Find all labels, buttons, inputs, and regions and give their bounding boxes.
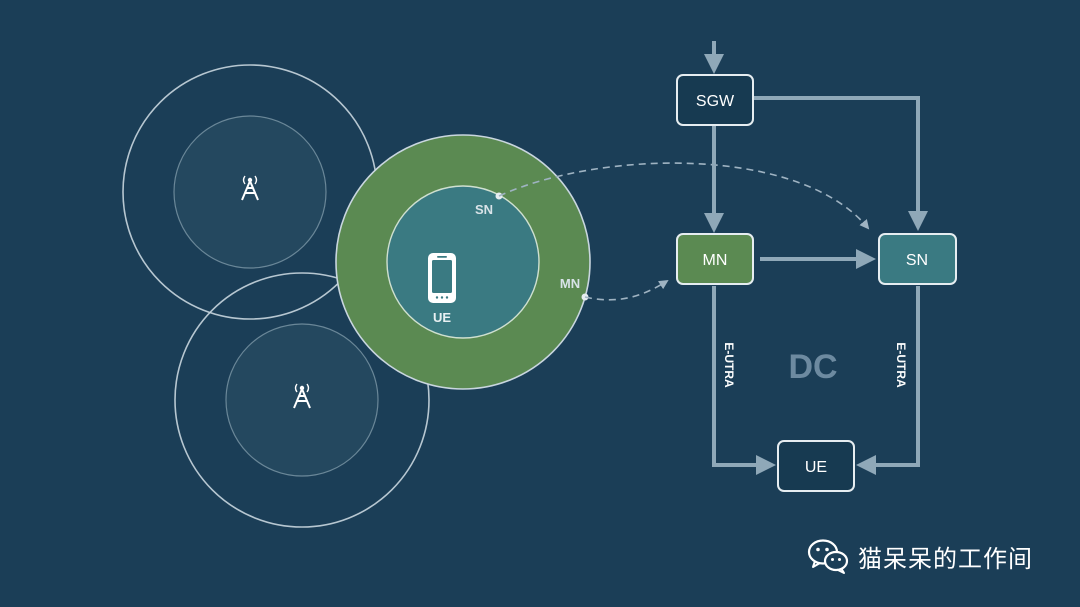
cell-active: UE SN MN	[335, 134, 591, 390]
sn-cell-label: SN	[475, 202, 493, 217]
wechat-icon	[807, 539, 849, 574]
sgw-node: SGW	[676, 74, 754, 126]
phone-icon	[428, 253, 456, 303]
ue-cell-label: UE	[433, 310, 451, 325]
sn-label: SN	[906, 252, 928, 269]
mn-node: MN	[676, 233, 754, 285]
link-label-right: E-UTRA	[894, 342, 908, 388]
tower-icon	[293, 383, 311, 409]
tower-icon	[241, 175, 259, 201]
sn-node: SN	[878, 233, 957, 285]
mn-label: MN	[703, 252, 728, 269]
association-arrows	[495, 162, 870, 301]
sgw-label: SGW	[696, 93, 735, 110]
ue-node: UE	[777, 440, 855, 492]
watermark: 猫呆呆的工作间	[806, 536, 1033, 576]
link-label-left: E-UTRA	[722, 342, 736, 388]
cell-bottom-left	[174, 272, 430, 528]
cell-top-left	[122, 64, 378, 320]
ue-label: UE	[805, 459, 827, 476]
mn-cell-label: MN	[560, 276, 580, 291]
network-links	[704, 41, 928, 475]
watermark-text: 猫呆呆的工作间	[858, 544, 1033, 573]
dc-label: DC	[788, 348, 837, 386]
